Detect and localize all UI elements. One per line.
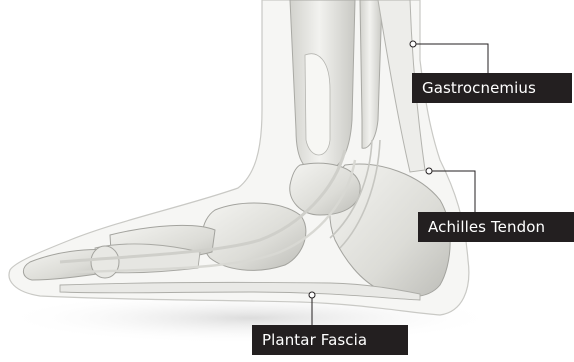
label-plantar-fascia: Plantar Fascia (252, 325, 408, 355)
toe-joint (91, 246, 119, 278)
marker-gastrocnemius (410, 41, 416, 47)
label-achilles-tendon: Achilles Tendon (418, 212, 574, 242)
tibia-highlight (305, 54, 330, 155)
leader-gastrocnemius (416, 44, 488, 73)
marker-plantar (309, 292, 315, 298)
marker-achilles (426, 168, 432, 174)
label-gastrocnemius: Gastrocnemius (412, 73, 572, 103)
